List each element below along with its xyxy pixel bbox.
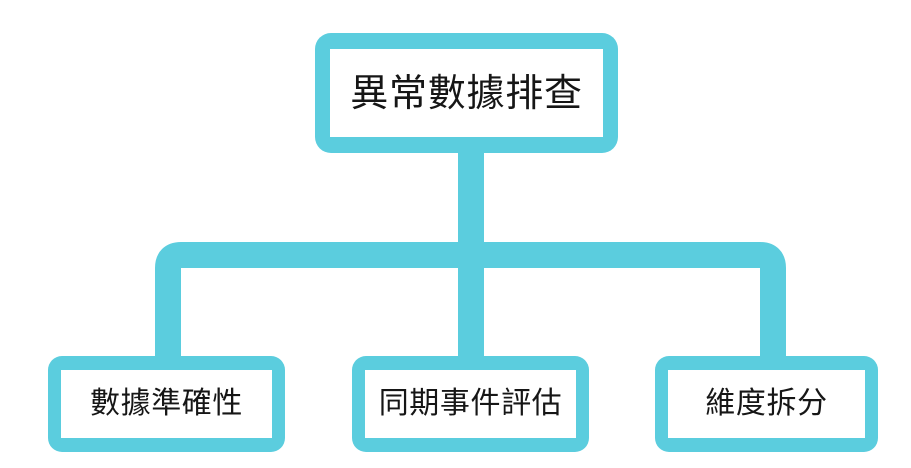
- node-leaf-concurrent-event-assessment[interactable]: 同期事件評估: [352, 356, 589, 452]
- node-leaf-panel: 數據準確性: [61, 370, 272, 438]
- node-leaf-label: 數據準確性: [90, 386, 243, 421]
- node-leaf-dimension-breakdown[interactable]: 維度拆分: [655, 356, 878, 452]
- node-leaf-data-accuracy[interactable]: 數據準確性: [48, 356, 285, 452]
- node-leaf-label: 同期事件評估: [378, 386, 563, 421]
- node-root-panel: 異常數據排查: [330, 49, 603, 137]
- node-root-label: 異常數據排查: [350, 71, 583, 115]
- connector-branch-right: [471, 242, 786, 366]
- node-leaf-panel: 維度拆分: [668, 370, 865, 438]
- connector-branch-left: [155, 242, 471, 366]
- node-leaf-label: 維度拆分: [705, 386, 828, 421]
- node-root[interactable]: 異常數據排查: [315, 33, 618, 153]
- node-leaf-panel: 同期事件評估: [365, 370, 576, 438]
